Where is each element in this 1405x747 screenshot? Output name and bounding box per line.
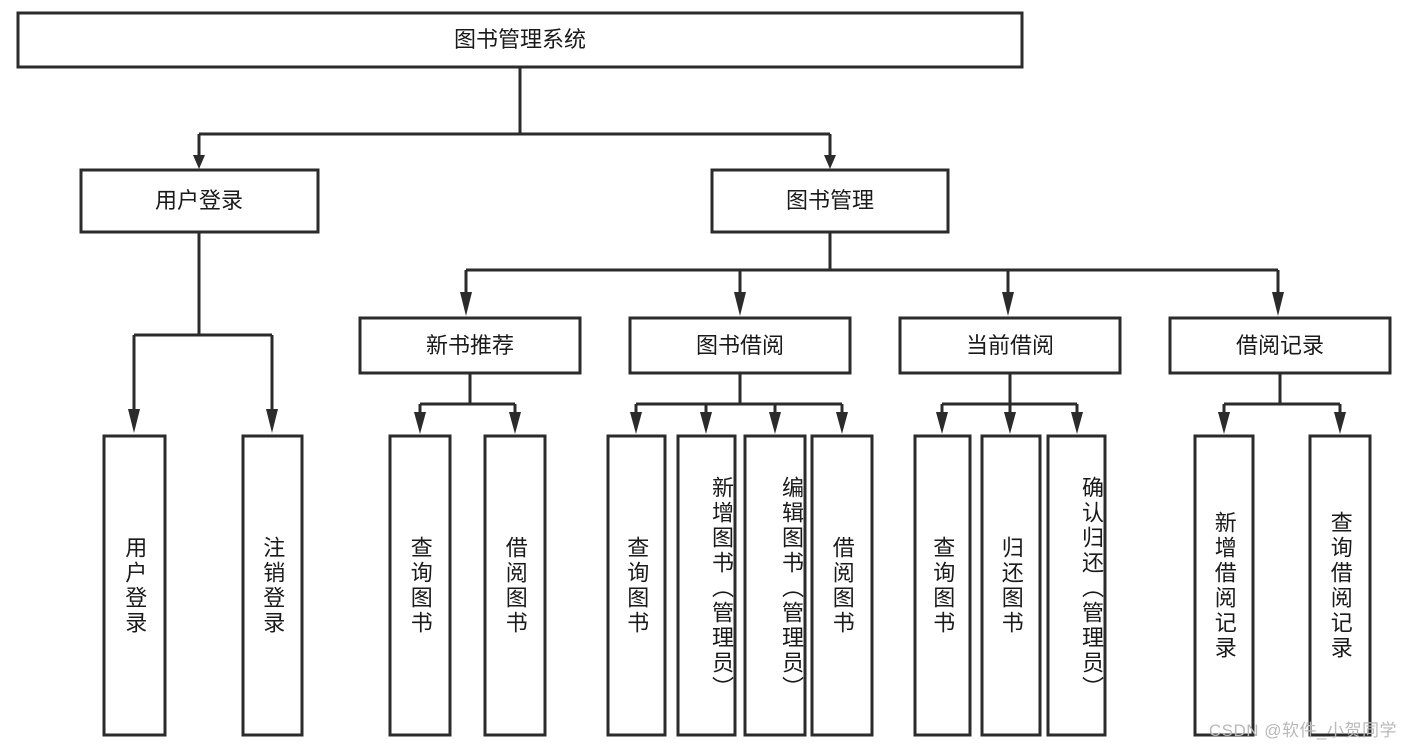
node-borrow-record-box[interactable] xyxy=(1168,316,1392,375)
node-root[interactable]: 图书管理系统 xyxy=(16,11,1024,69)
node-user-login-box[interactable] xyxy=(79,168,320,234)
leaf-box-query-borrow-record[interactable] xyxy=(1308,434,1372,737)
arrowhead-to-book-mgmt xyxy=(824,155,836,169)
node-book-management[interactable]: 图书管理 xyxy=(710,168,950,234)
arrowhead-leaf-13 xyxy=(1334,412,1346,434)
leaf-box-query-book-1[interactable] xyxy=(388,434,452,737)
arrowhead-to-borrow-record xyxy=(1272,292,1284,316)
arrowhead-leaf-12 xyxy=(1218,412,1230,434)
leaf-box-query-book-3[interactable] xyxy=(913,434,972,737)
arrowhead-leaf-11 xyxy=(1071,412,1083,434)
node-current-borrow-box[interactable] xyxy=(898,316,1122,375)
node-user-login[interactable]: 用户登录 xyxy=(79,168,320,234)
arrowhead-to-user-login xyxy=(193,155,205,169)
node-book-borrow[interactable]: 图书借阅 xyxy=(628,316,852,375)
arrowhead-to-new-book-rec xyxy=(460,292,472,316)
arrowhead-leaf-8 xyxy=(836,412,848,434)
leaf-box-query-book-2[interactable] xyxy=(606,434,667,737)
arrowhead-leaf-2 xyxy=(266,409,278,433)
arrowhead-leaf-10 xyxy=(1004,412,1016,434)
leaf-box-layer xyxy=(102,434,1372,737)
node-book-borrow-label: 图书借阅 xyxy=(696,333,784,358)
leaf-box-edit-book-admin[interactable] xyxy=(743,434,807,737)
leaf-box-add-book-admin[interactable] xyxy=(676,434,737,737)
arrowhead-to-current-borrow xyxy=(1002,292,1014,316)
arrowhead-leaf-5 xyxy=(630,412,642,434)
arrowhead-leaf-1 xyxy=(128,409,140,433)
arrowhead-leaf-7 xyxy=(769,412,781,434)
node-new-book-recommend-box[interactable] xyxy=(358,316,582,375)
node-book-management-box[interactable] xyxy=(710,168,950,234)
node-user-login-label: 用户登录 xyxy=(155,188,243,213)
leaf-box-user-login[interactable] xyxy=(102,434,167,737)
arrowhead-leaf-4 xyxy=(509,412,521,434)
leaf-box-confirm-return-admin[interactable] xyxy=(1046,434,1107,737)
leaf-box-return-book[interactable] xyxy=(980,434,1042,737)
arrowhead-to-book-borrow xyxy=(734,292,746,316)
connector-layer xyxy=(128,67,1346,434)
leaf-box-borrow-book-2[interactable] xyxy=(810,434,874,737)
node-new-book-recommend[interactable]: 新书推荐 xyxy=(358,316,582,375)
arrowhead-leaf-6 xyxy=(700,412,712,434)
node-root-box[interactable] xyxy=(16,11,1024,69)
leaf-box-logout[interactable] xyxy=(241,434,304,737)
node-root-label: 图书管理系统 xyxy=(454,27,586,52)
leaf-box-add-borrow-record[interactable] xyxy=(1193,434,1255,737)
arrowhead-leaf-3 xyxy=(414,412,426,434)
arrowhead-leaf-9 xyxy=(936,412,948,434)
node-book-management-label: 图书管理 xyxy=(786,188,874,213)
csdn-watermark: CSDN @软件_小贺同学 xyxy=(1208,721,1397,740)
node-book-borrow-box[interactable] xyxy=(628,316,852,375)
node-borrow-record[interactable]: 借阅记录 xyxy=(1168,316,1392,375)
node-current-borrow-label: 当前借阅 xyxy=(966,333,1054,358)
node-current-borrow[interactable]: 当前借阅 xyxy=(898,316,1122,375)
node-new-book-recommend-label: 新书推荐 xyxy=(426,333,514,358)
leaf-box-borrow-book-1[interactable] xyxy=(483,434,547,737)
node-borrow-record-label: 借阅记录 xyxy=(1236,333,1324,358)
